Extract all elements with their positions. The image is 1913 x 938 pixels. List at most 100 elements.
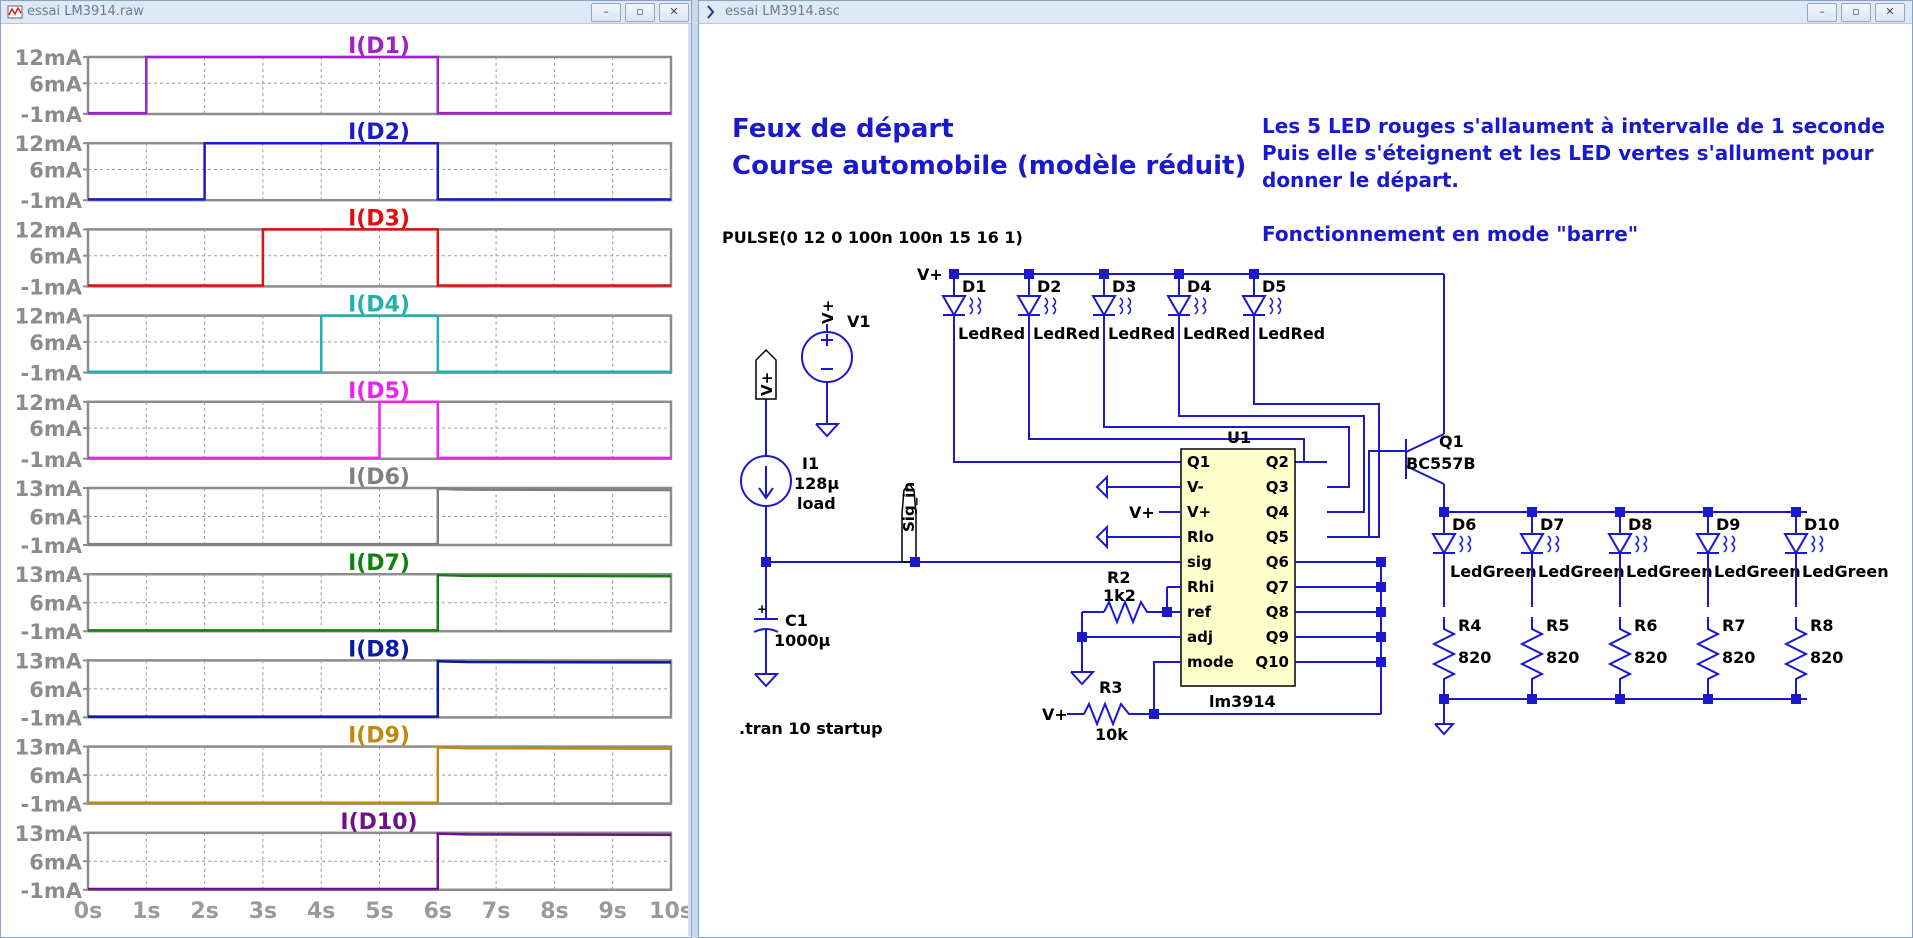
junction-dot <box>1149 709 1159 719</box>
led-light-rays <box>1634 535 1648 553</box>
y-tick-label: -1mA <box>21 448 83 472</box>
tran-directive: .tran 10 startup <box>739 719 883 738</box>
y-tick-label: -1mA <box>21 362 83 386</box>
close-button[interactable]: ✕ <box>1875 3 1905 22</box>
junction-dot <box>1615 507 1625 517</box>
series-trace <box>88 314 671 373</box>
junction-dot <box>1527 694 1537 704</box>
led-model: LedGreen <box>1714 562 1801 581</box>
maximize-button[interactable]: ▫ <box>1841 3 1871 22</box>
u1-left-wires <box>766 474 1381 715</box>
led-model: LedRed <box>1033 324 1100 343</box>
q1-label: Q1 <box>1439 432 1464 451</box>
schematic-canvas[interactable]: Feux de départ Course automobile (modèle… <box>699 24 1912 936</box>
y-tick-label: 6mA <box>29 506 82 530</box>
led-label: D10 <box>1804 515 1840 534</box>
plot-titlebar[interactable]: essai LM3914.raw – ▫ ✕ <box>1 1 691 24</box>
led-label: D4 <box>1187 277 1211 296</box>
resistor-r2[interactable] <box>1081 599 1167 637</box>
led-triangle <box>1695 533 1721 555</box>
u1-pin-left: Q1 <box>1187 453 1210 471</box>
y-tick-label: 12mA <box>15 46 83 70</box>
series-trace <box>88 228 671 287</box>
resistor-label: R7 <box>1722 616 1745 635</box>
series-title: I(D2) <box>348 120 410 145</box>
junction-dot <box>1376 632 1386 642</box>
vplus-port-left-label: V+ <box>758 372 776 396</box>
close-button[interactable]: ✕ <box>659 3 689 22</box>
waveform-plot-area[interactable]: 12mA6mA-1mAI(D1)12mA6mA-1mAI(D2)12mA6mA-… <box>1 24 691 936</box>
series-trace <box>88 400 671 460</box>
series-title: I(D8) <box>348 637 410 662</box>
x-tick-label: 4s <box>307 899 335 924</box>
led-label: D3 <box>1112 277 1136 296</box>
u1-pin-left: V+ <box>1187 503 1211 521</box>
u1-pin-left: ref <box>1187 603 1212 621</box>
vplus-port-left[interactable] <box>755 348 777 400</box>
series-trace <box>88 487 672 546</box>
led-label: D6 <box>1452 515 1476 534</box>
resistor-zigzag <box>1431 617 1457 699</box>
r3-value: 10k <box>1095 725 1128 744</box>
led-triangle <box>1091 295 1117 317</box>
u1-pin-right: Q4 <box>1266 503 1289 521</box>
window-edge <box>688 24 691 936</box>
led-cathode-wires <box>953 369 1380 538</box>
led-triangle <box>1016 295 1042 317</box>
i1-value: 128µ <box>794 474 839 493</box>
y-tick-label: 6mA <box>29 678 82 702</box>
y-tick-label: 12mA <box>15 218 83 242</box>
c1-label: C1 <box>785 611 808 630</box>
current-source-i1[interactable] <box>740 399 792 562</box>
sig-in-port[interactable] <box>901 482 917 563</box>
y-tick-label: -1mA <box>21 534 83 558</box>
schematic-titlebar[interactable]: essai LM3914.asc – ▫ ✕ <box>699 1 1912 24</box>
junction-dot <box>1099 269 1109 279</box>
x-tick-label: 6s <box>424 899 452 924</box>
q1-pnp-transistor[interactable] <box>1368 433 1445 537</box>
r3-label: R3 <box>1099 678 1122 697</box>
minimize-button[interactable]: – <box>1807 3 1837 22</box>
maximize-button[interactable]: ▫ <box>625 3 655 22</box>
pulse-directive: PULSE(0 12 0 100n 100n 15 16 1) <box>722 228 1023 247</box>
r2-label: R2 <box>1107 568 1130 587</box>
resistor-r3[interactable] <box>1067 701 1154 727</box>
y-tick-label: 13mA <box>15 563 83 587</box>
junction-dot <box>949 269 959 279</box>
q1-model: BC557B <box>1406 454 1476 473</box>
series-trace <box>88 659 672 718</box>
voltage-source-v1[interactable] <box>801 324 853 438</box>
junction-dot <box>1376 582 1386 592</box>
waveform-app-icon <box>7 5 23 19</box>
y-tick-label: 13mA <box>15 649 83 673</box>
u1-pin-left: Rhi <box>1187 578 1214 596</box>
resistor-zigzag <box>1519 617 1545 699</box>
resistor-value: 820 <box>1546 648 1579 667</box>
junction-dot <box>1527 507 1537 517</box>
led-model: LedGreen <box>1626 562 1713 581</box>
led-model: LedGreen <box>1802 562 1889 581</box>
junction-dot <box>1077 632 1087 642</box>
capacitor-c1[interactable] <box>753 562 780 688</box>
lm3914-ic[interactable] <box>1180 448 1296 687</box>
led-model: LedRed <box>1258 324 1325 343</box>
minimize-button[interactable]: – <box>591 3 621 22</box>
